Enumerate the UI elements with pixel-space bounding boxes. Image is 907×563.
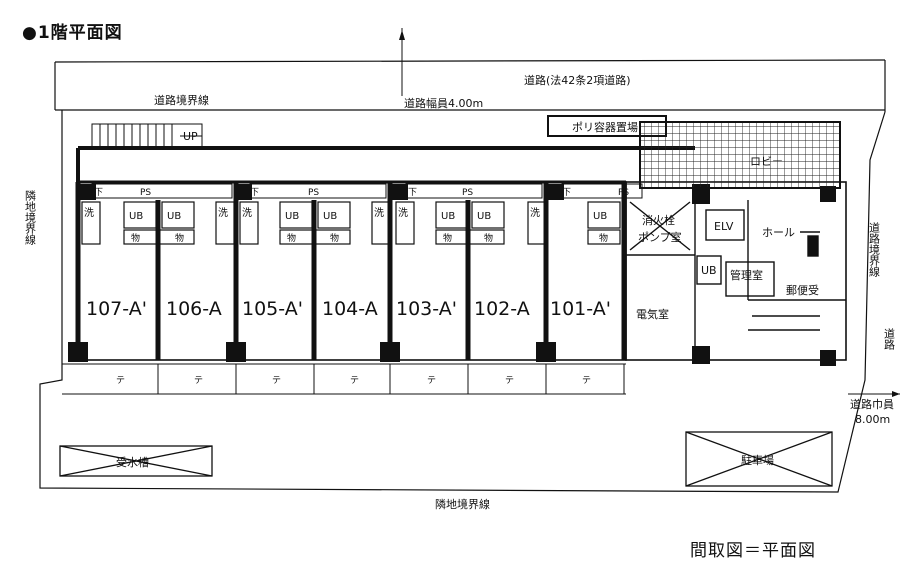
wash-107: 洗 xyxy=(84,207,94,219)
terrace-104: テ xyxy=(350,375,359,386)
road-right-width: 道路巾員 xyxy=(850,397,894,411)
ub-106: UB xyxy=(167,211,181,222)
unit-104: 104-A xyxy=(322,298,378,320)
kanri-label: 管理室 xyxy=(730,268,763,282)
unit-102: 102-A xyxy=(474,298,530,320)
ps-105: PS xyxy=(308,188,319,198)
ub-103: UB xyxy=(441,211,455,222)
ub-101: UB xyxy=(593,211,607,222)
terrace-105: テ xyxy=(272,375,281,386)
caption: 間取図＝平面図 xyxy=(690,541,816,561)
road-right-label: 道路 xyxy=(883,327,896,351)
ps-103: PS xyxy=(462,188,473,198)
core-rooms xyxy=(626,200,846,360)
denki-label: 電気室 xyxy=(636,307,669,321)
terrace-101: テ xyxy=(582,375,591,386)
storage-102: 物 xyxy=(484,232,493,244)
shoe-105: 下 xyxy=(250,188,259,198)
lobby-floor xyxy=(639,121,841,189)
shoe-103: 下 xyxy=(408,188,417,198)
boundary-left: 隣地境界線 xyxy=(24,189,37,245)
wash-103: 洗 xyxy=(398,207,408,219)
road-top-label: 道路(法42条2項道路) xyxy=(524,73,631,87)
ub-105: UB xyxy=(285,211,299,222)
road-top-width: 道路幅員4.00m xyxy=(404,96,483,110)
fixture-boxes xyxy=(81,201,621,245)
shoe-107: 下 xyxy=(94,188,103,198)
wash-104: 洗 xyxy=(374,207,384,219)
unit-105: 105-A' xyxy=(242,298,303,320)
mailbox-label: 郵便受 xyxy=(786,284,819,297)
water-tank xyxy=(59,445,213,477)
fire-room-1: 消火栓 xyxy=(642,213,675,227)
ub-104: UB xyxy=(323,211,337,222)
storage-103: 物 xyxy=(443,232,452,244)
terrace-dividers xyxy=(157,364,625,394)
stair-label: UP xyxy=(183,130,198,143)
stair xyxy=(91,123,203,149)
unit-106: 106-A xyxy=(166,298,222,320)
water-tank-label: 受水槽 xyxy=(116,456,149,469)
elevator-label: ELV xyxy=(714,220,734,233)
boundary-right: 道路境界線 xyxy=(868,221,881,277)
ps-101: PS xyxy=(618,188,629,198)
page-title: ●1階平面図 xyxy=(22,23,123,43)
terrace-107: テ xyxy=(116,375,125,386)
terrace-102: テ xyxy=(505,375,514,386)
fire-room-2: ポンプ室 xyxy=(638,230,682,244)
road-right-width-value: 8.00m xyxy=(855,413,890,426)
ub-107: UB xyxy=(129,211,143,222)
ub-102: UB xyxy=(477,211,491,222)
unit-107: 107-A' xyxy=(86,298,147,320)
storage-106: 物 xyxy=(175,232,184,244)
wash-105: 洗 xyxy=(242,207,252,219)
storage-105: 物 xyxy=(287,232,296,244)
unit-101: 101-A' xyxy=(550,298,611,320)
wash-106: 洗 xyxy=(218,207,228,219)
wash-102: 洗 xyxy=(530,207,540,219)
parking-label: 駐車場 xyxy=(741,453,774,467)
shoe-101: 下 xyxy=(562,188,571,198)
hall-label: ホール xyxy=(762,226,795,239)
storage-101: 物 xyxy=(599,232,608,244)
terrace-106: テ xyxy=(194,375,203,386)
parking xyxy=(685,431,833,487)
unit-103: 103-A' xyxy=(396,298,457,320)
poly-area xyxy=(547,115,667,137)
poly-label: ポリ容器置場 xyxy=(572,120,638,134)
ub-kanri: UB xyxy=(701,264,717,277)
storage-104: 物 xyxy=(330,232,339,244)
boundary-bottom: 隣地境界線 xyxy=(435,497,490,511)
site-boundary xyxy=(39,59,886,493)
lobby-label: ロビー xyxy=(750,155,783,168)
ps-row xyxy=(91,183,643,199)
boundary-top: 道路境界線 xyxy=(154,93,209,107)
ps-107: PS xyxy=(140,188,151,198)
storage-107: 物 xyxy=(131,232,140,244)
terrace-103: テ xyxy=(427,375,436,386)
